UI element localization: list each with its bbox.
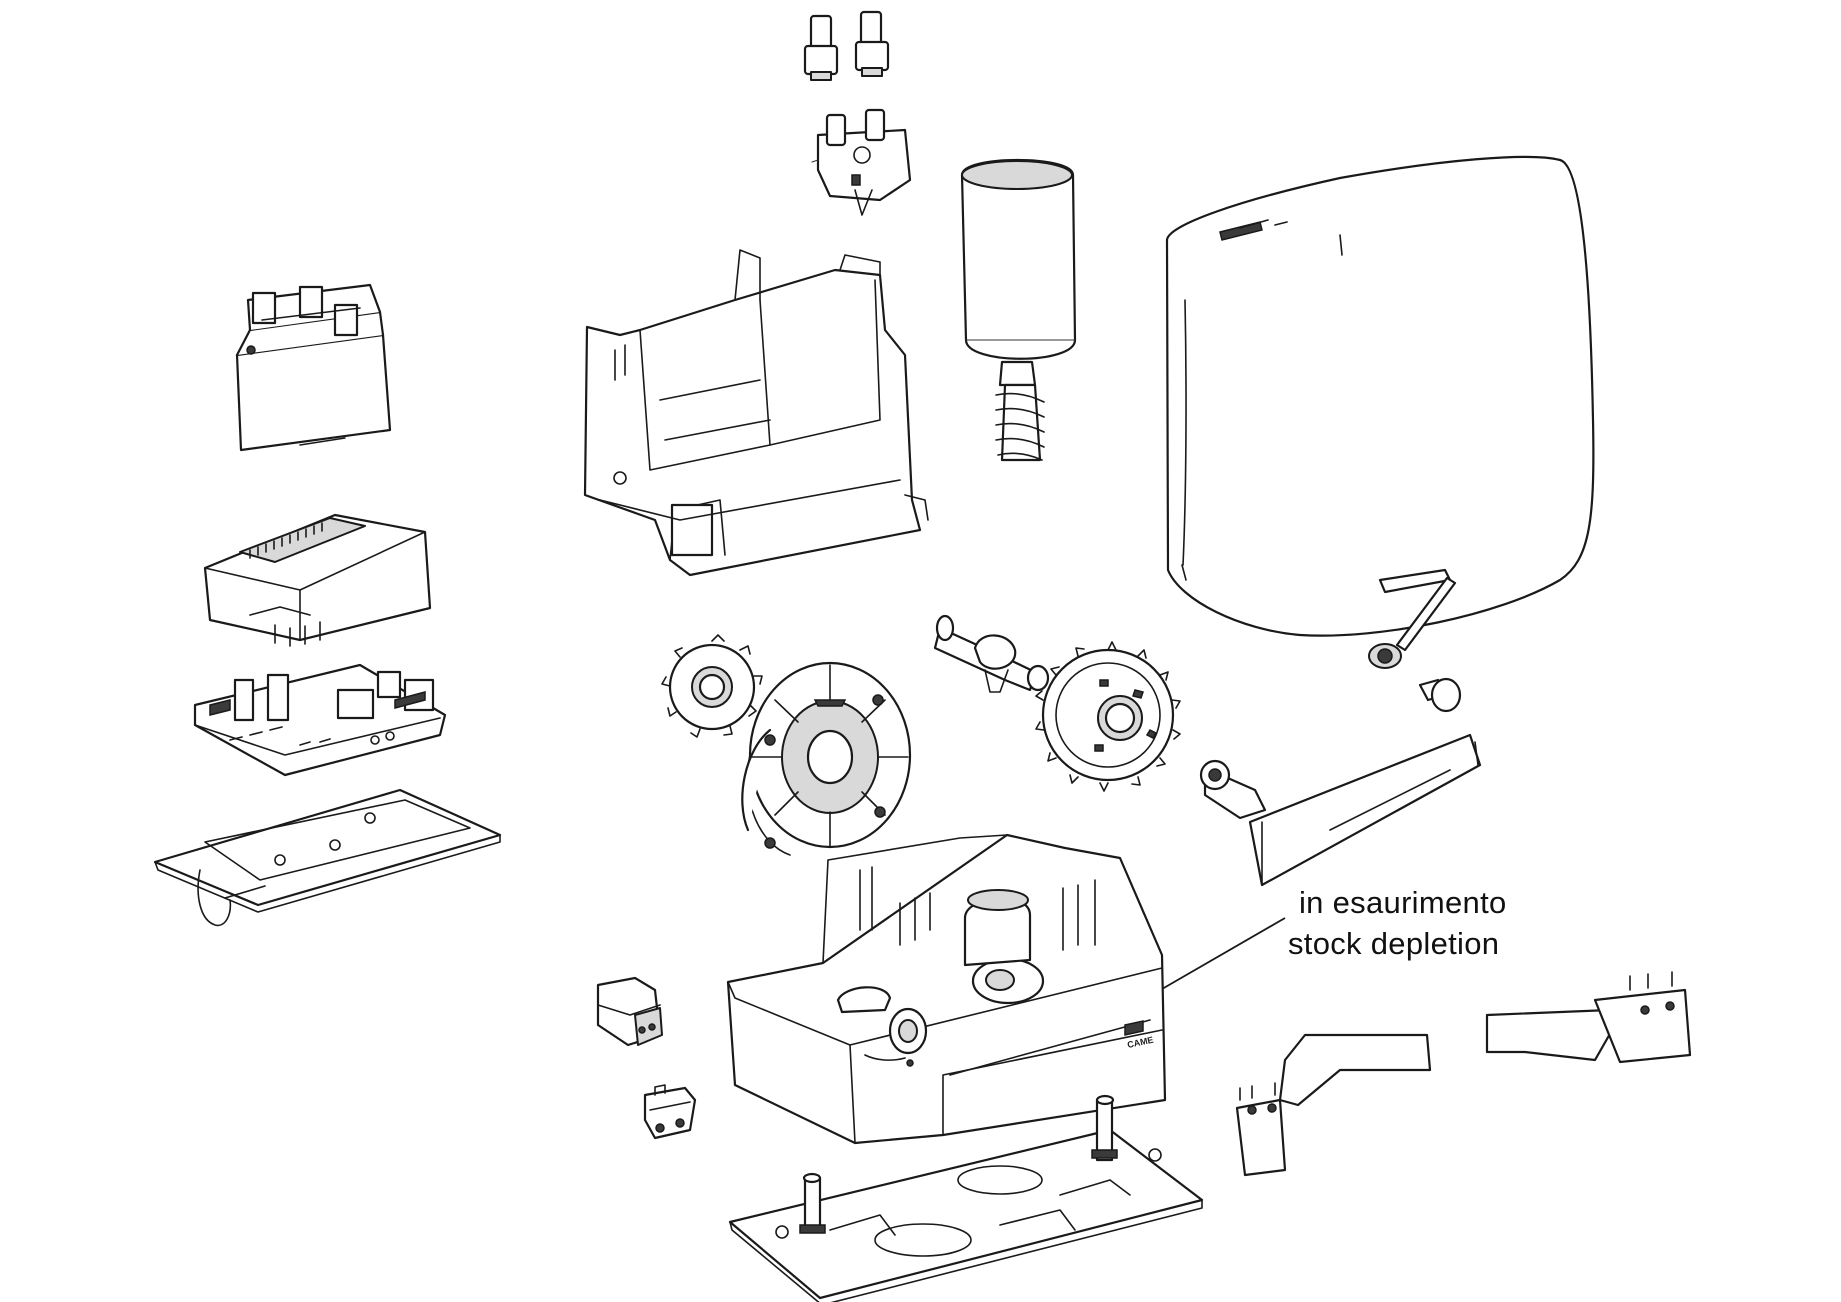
- housing-cover: [1165, 155, 1595, 637]
- annotation-line-2: stock depletion: [1288, 926, 1500, 961]
- limit-cam-right: [1485, 971, 1692, 1064]
- annotation-leader-line: [1142, 917, 1286, 1001]
- limit-cam-left: [1235, 1033, 1432, 1177]
- terminal-block: [643, 1084, 697, 1140]
- motor-support-frame: [583, 249, 929, 577]
- annotation-line-1: in esaurimento: [1299, 885, 1507, 920]
- release-key: [1368, 568, 1462, 713]
- output-shaft: [933, 614, 1050, 693]
- electric-motor: [960, 158, 1077, 462]
- limit-switch-top-right: [854, 10, 890, 77]
- gearmotor-housing: [726, 833, 1167, 1145]
- control-board-cover: [203, 513, 432, 647]
- circuit-board: [193, 663, 447, 777]
- capacitor-block: [596, 976, 663, 1047]
- release-lever: [1199, 733, 1482, 887]
- limit-switch-bracket: [811, 108, 912, 216]
- bearing-flange: [741, 661, 912, 856]
- foundation-plate: [728, 1094, 1204, 1302]
- pinion-gear: [661, 634, 763, 738]
- transformer: [235, 283, 392, 452]
- board-mounting-plate: [153, 788, 502, 927]
- limit-switch-top-left: [803, 14, 839, 81]
- drive-gear: [1035, 641, 1181, 792]
